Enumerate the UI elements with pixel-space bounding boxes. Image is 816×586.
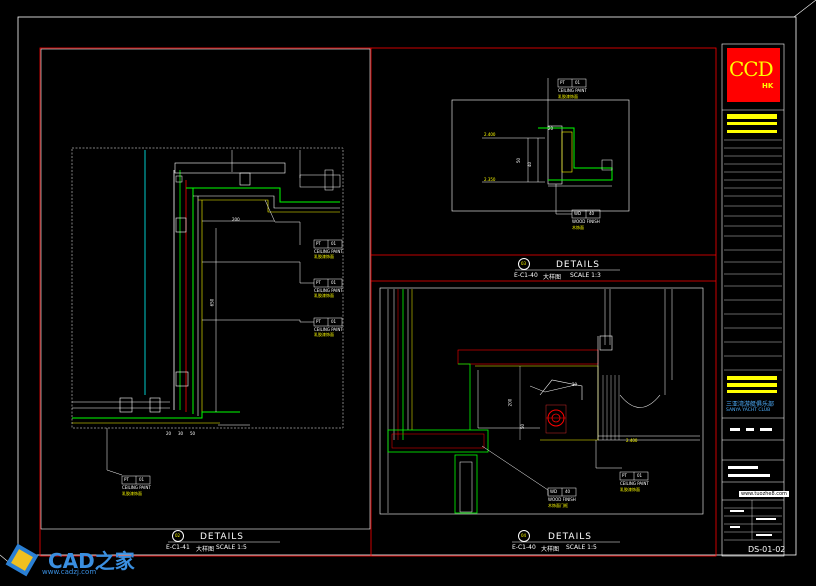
callout-tag: WD xyxy=(550,489,558,494)
level-label: 2.350 xyxy=(484,177,496,182)
dimension-label: 20 xyxy=(166,431,172,436)
title-block xyxy=(721,43,785,557)
detail-number-badge xyxy=(518,258,530,270)
dimension-label: 200 xyxy=(232,217,240,222)
callout-tag: PT xyxy=(124,477,129,482)
callout-code: 01 xyxy=(331,319,337,324)
detail-top-right-drawing xyxy=(482,78,613,219)
dimension-label: 40 xyxy=(527,161,533,168)
dimension-label: 200 xyxy=(507,398,513,407)
callout-code: 01 xyxy=(139,477,145,482)
detail-title: DETAILS xyxy=(200,532,244,542)
dimension-label: 50 xyxy=(520,423,526,430)
ccd-logo xyxy=(727,48,780,102)
sheet-inner-frame xyxy=(39,47,717,557)
detail-scale: SCALE 1:5 xyxy=(566,544,597,551)
detail-number: 04 xyxy=(521,533,527,538)
detail-title: DETAILS xyxy=(556,260,600,270)
detail-number-badge xyxy=(172,530,184,542)
callout-tag: PT xyxy=(316,319,321,324)
sheet-number: DS-01-02 xyxy=(748,545,786,554)
dimension-label: 30 xyxy=(178,431,184,436)
callout-line1: CEILING PAINT xyxy=(558,88,587,93)
callout-tag: PT xyxy=(622,473,627,478)
callout-code: 01 xyxy=(637,473,643,478)
callout-code: 01 xyxy=(575,80,581,85)
callout-line1: CEILING PAINT xyxy=(620,481,649,486)
detail-name-cn: 大样图 xyxy=(543,274,562,281)
callout-line1: CEILING PAINT xyxy=(314,327,343,332)
detail-code: E-C1-40 xyxy=(512,544,536,551)
callout-line2: 木饰面门框 xyxy=(548,503,568,508)
callout-line1: CEILING PAINT xyxy=(314,249,343,254)
callout-tag: PT xyxy=(560,80,565,85)
dimension-label: 650 xyxy=(209,298,215,307)
detail-left-drawing xyxy=(71,147,344,476)
level-label: 2.400 xyxy=(484,132,496,137)
watermark-url: www.cadzj.com xyxy=(42,568,97,576)
callout-line1: WOOD FINISH xyxy=(548,497,576,502)
callout-line2: 乳胶漆饰面 xyxy=(314,332,334,337)
detail-code: E-C1-41 xyxy=(166,544,190,551)
watermark-brand: CAD之家 xyxy=(48,549,135,573)
panel-top-right-frame xyxy=(451,99,630,212)
detail-scale: SCALE 1:3 xyxy=(570,272,601,279)
callout-line2: 乳胶漆饰面 xyxy=(314,254,334,259)
detail-name-cn: 大样图 xyxy=(196,546,215,553)
callout-tag: WD xyxy=(574,211,582,216)
company-name-cn: 三亚湾游艇俱乐部 xyxy=(726,401,775,408)
callout-line1: CEILING PAINT xyxy=(314,288,343,293)
callout-line1: WOOD FINISH xyxy=(572,219,600,224)
detail-title: DETAILS xyxy=(548,532,592,542)
detail-number: 03 xyxy=(521,261,527,266)
cad-logo-icon xyxy=(5,543,39,577)
detail-number: 02 xyxy=(175,533,181,538)
company-name-en: SANYA YACHT CLUB xyxy=(726,408,771,413)
panel-left-frame xyxy=(40,48,371,530)
callout-line1: CEILING PAINT xyxy=(122,485,151,490)
panel-bottom-right-frame xyxy=(379,287,704,515)
dimension-label: 20 xyxy=(548,126,554,131)
detail-name-cn: 大样图 xyxy=(541,546,560,553)
detail-bottom-right-drawing xyxy=(387,289,700,514)
callout-line2: 乳胶漆饰面 xyxy=(314,293,334,298)
logo-text: CCD xyxy=(729,57,774,81)
detail-code: E-C1-40 xyxy=(514,272,538,279)
callout-code: 01 xyxy=(331,241,337,246)
callout-line2: 木饰面 xyxy=(572,225,584,230)
callout-code: 40 xyxy=(589,211,595,216)
callout-tag: PT xyxy=(316,280,321,285)
callout-line2: 乳胶漆饰面 xyxy=(558,94,578,99)
dimension-label: 50 xyxy=(516,157,522,164)
level-label: 2.400 xyxy=(626,438,638,443)
detail-number-badge xyxy=(518,530,530,542)
callout-line2: 乳胶漆饰面 xyxy=(620,487,640,492)
sheet-outer-frame xyxy=(17,16,797,556)
callout-tag: PT xyxy=(316,241,321,246)
callout-line2: 乳胶漆饰面 xyxy=(122,491,142,496)
callout-code: 01 xyxy=(331,280,337,285)
website-label: www.tuozhe8.com xyxy=(739,491,789,497)
dimension-label: 50 xyxy=(190,431,196,436)
dimension-label: 20 xyxy=(572,382,578,387)
callout-code: 40 xyxy=(565,489,571,494)
detail-scale: SCALE 1:5 xyxy=(216,544,247,551)
logo-sub: HK xyxy=(762,82,774,90)
